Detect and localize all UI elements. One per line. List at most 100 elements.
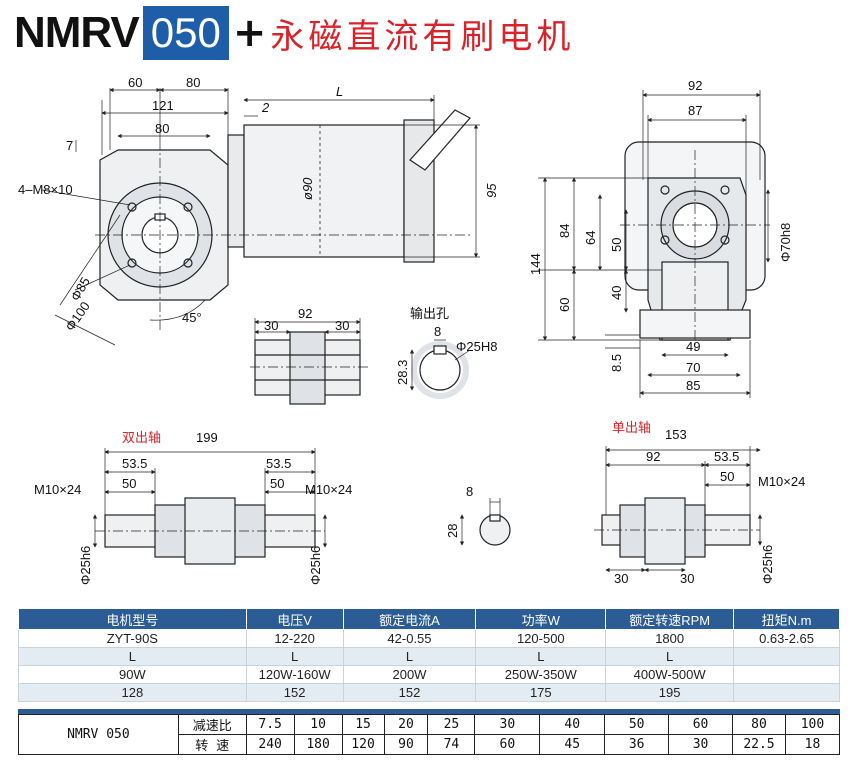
ratio-model: NMRV 050 bbox=[18, 714, 179, 755]
dim-angle-45: 45° bbox=[182, 310, 202, 325]
bolt-label: 4–M8×10 bbox=[18, 182, 73, 197]
dim-92-single: 92 bbox=[646, 449, 660, 464]
dim-50-single: 50 bbox=[720, 469, 734, 484]
dim-30-right: 30 bbox=[335, 318, 349, 333]
speed-cell: 74 bbox=[427, 734, 476, 755]
output-hole-label: 输出孔 bbox=[410, 306, 449, 322]
dim-80: 80 bbox=[155, 121, 169, 136]
key-section bbox=[459, 498, 511, 546]
ratio-label: 减速比 bbox=[177, 714, 247, 735]
table-cell bbox=[733, 665, 840, 684]
side-view bbox=[538, 90, 771, 398]
ratio-cell: 10 bbox=[293, 714, 343, 735]
double-shaft-label: 双出轴 bbox=[122, 431, 161, 446]
dim-84: 84 bbox=[557, 224, 572, 238]
dim-70: 70 bbox=[686, 360, 700, 375]
dim-phi70h8: Φ70h8 bbox=[778, 223, 793, 262]
table-cell: 195 bbox=[605, 683, 735, 702]
thread-left: M10×24 bbox=[34, 482, 81, 497]
dim-40: 40 bbox=[609, 286, 624, 300]
title-size-badge: 050 bbox=[142, 6, 229, 60]
table-cell: 120-500 bbox=[475, 629, 607, 648]
ratio-cell: 50 bbox=[604, 714, 670, 735]
table-cell: 152 bbox=[342, 683, 477, 702]
dim-L: L bbox=[336, 84, 343, 99]
table-row: 128 152 152 175 195 bbox=[18, 683, 840, 702]
speed-cell: 90 bbox=[383, 734, 429, 755]
title-model: NMRV bbox=[14, 8, 140, 57]
ratio-cell: 40 bbox=[539, 714, 606, 735]
speed-cell: 120 bbox=[341, 734, 385, 755]
dim-8-5: 8.5 bbox=[609, 354, 624, 372]
table-cell: 1800 bbox=[605, 629, 735, 648]
technical-drawing: 60 80 121 80 7 4–M8×10 Φ85 Φ100 45° 2 L … bbox=[18, 75, 805, 586]
dim-phi100: Φ100 bbox=[62, 299, 93, 334]
header-cell: 扭矩N.m bbox=[733, 608, 840, 630]
ratio-cell: 80 bbox=[732, 714, 786, 735]
dim-144: 144 bbox=[528, 253, 543, 275]
table-row: L L L L L bbox=[18, 647, 840, 666]
dia-left: Φ25h6 bbox=[78, 546, 93, 585]
dia-right: Φ25h6 bbox=[308, 546, 323, 585]
dim-60: 60 bbox=[557, 298, 572, 312]
table-cell bbox=[733, 683, 840, 702]
speed-cell: 240 bbox=[245, 734, 295, 755]
table-row: ZYT-90S 12-220 42-0.55 120-500 1800 0.63… bbox=[18, 629, 840, 648]
ratio-cell: 100 bbox=[784, 714, 841, 735]
header-cell: 电压V bbox=[245, 608, 344, 630]
dim-53-5-left: 53.5 bbox=[122, 456, 147, 471]
dim-phi25h8: Φ25H8 bbox=[456, 339, 497, 354]
dim-95: 95 bbox=[484, 183, 499, 198]
double-shaft bbox=[92, 448, 328, 565]
dim-8-key: 8 bbox=[466, 484, 473, 499]
bore-section-dimensions: 92 30 30 输出孔 8 Φ25H8 28.3 bbox=[264, 306, 497, 385]
table-cell bbox=[733, 647, 840, 666]
speed-cell: 45 bbox=[539, 734, 606, 755]
dim-153: 153 bbox=[665, 427, 687, 442]
ratio-table: NMRV 050 减速比 7.5 10 15 20 25 30 40 50 60… bbox=[18, 714, 841, 755]
header-cell: 电机型号 bbox=[18, 608, 247, 630]
header-cell: 功率W bbox=[475, 608, 607, 630]
dim-50: 50 bbox=[609, 238, 624, 252]
dim-87: 87 bbox=[688, 103, 702, 118]
speed-cell: 22.5 bbox=[732, 734, 786, 755]
speed-cell: 36 bbox=[604, 734, 670, 755]
double-shaft-dimensions: 双出轴 199 53.5 53.5 50 50 M10×24 M10×24 Φ2… bbox=[34, 430, 352, 585]
table-cell: 42-0.55 bbox=[342, 629, 477, 648]
ratio-row: NMRV 050 减速比 7.5 10 15 20 25 30 40 50 60… bbox=[18, 714, 841, 755]
bore-section bbox=[250, 318, 471, 405]
thread-single: M10×24 bbox=[758, 474, 805, 489]
dim-2: 2 bbox=[261, 100, 270, 115]
title-motor-type: 永磁直流有刷电机 bbox=[270, 16, 575, 57]
speed-cell: 30 bbox=[668, 734, 734, 755]
speed-label: 转 速 bbox=[177, 734, 247, 755]
dim-60: 60 bbox=[128, 75, 142, 90]
dim-49: 49 bbox=[686, 339, 700, 354]
table-cell: 0.63-2.65 bbox=[733, 629, 840, 648]
dim-199: 199 bbox=[196, 430, 218, 445]
table-cell: 152 bbox=[245, 683, 344, 702]
ratio-cell: 20 bbox=[383, 714, 429, 735]
dim-7: 7 bbox=[66, 138, 73, 153]
dim-28-key: 28 bbox=[445, 524, 460, 538]
front-view bbox=[41, 87, 480, 346]
side-view-dimensions: 92 87 144 84 60 64 50 40 8.5 Φ70h8 49 70… bbox=[528, 78, 793, 393]
table-cell: 400W-500W bbox=[605, 665, 735, 684]
table-cell: 120W-160W bbox=[245, 665, 344, 684]
thread-right: M10×24 bbox=[305, 482, 352, 497]
ratio-cell: 15 bbox=[341, 714, 385, 735]
header-cell: 额定转速RPM bbox=[605, 608, 735, 630]
header-cell: 额定电流A bbox=[342, 608, 477, 630]
dim-50-left: 50 bbox=[122, 476, 136, 491]
dim-92-bore: 92 bbox=[298, 306, 312, 321]
table-cell: 200W bbox=[342, 665, 477, 684]
speed-row: 转 速 240 180 120 90 74 60 45 36 30 22.5 1… bbox=[19, 734, 841, 755]
dim-53-5-single: 53.5 bbox=[714, 449, 739, 464]
dim-92: 92 bbox=[688, 78, 702, 93]
dim-50-right: 50 bbox=[270, 476, 284, 491]
ratio-cell: 30 bbox=[474, 714, 541, 735]
table-cell: 250W-350W bbox=[475, 665, 607, 684]
table-cell: L bbox=[18, 647, 247, 666]
ratio-cell: 60 bbox=[668, 714, 734, 735]
table-row: 90W 120W-160W 200W 250W-350W 400W-500W bbox=[18, 665, 840, 684]
